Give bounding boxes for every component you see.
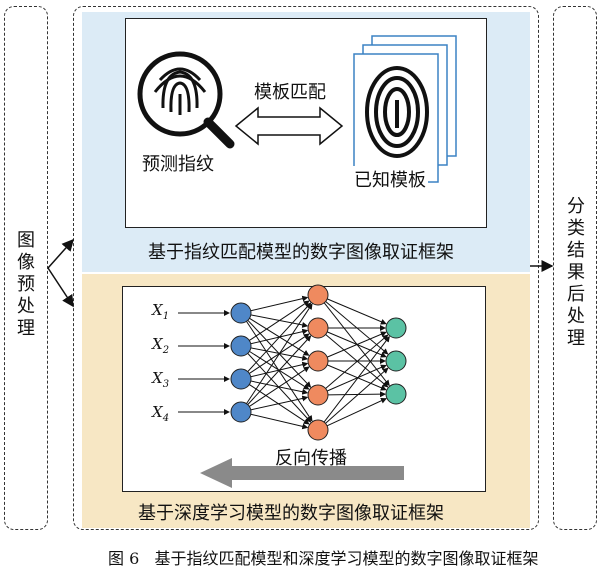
- backprop-arrow: [200, 458, 404, 488]
- query-fingerprint-icon: [137, 51, 235, 149]
- network-edge: [326, 364, 387, 392]
- network-edge: [327, 364, 387, 391]
- input-label-4: X4: [152, 403, 170, 424]
- network-connections: [178, 295, 390, 430]
- hidden-node-a: [307, 419, 329, 441]
- network-nodes: [230, 284, 407, 441]
- network-edge: [249, 384, 310, 425]
- network-edge: [250, 395, 309, 411]
- network-edge: [246, 321, 313, 422]
- preprocess-to-top-arrow: [47, 238, 74, 269]
- deep-learning-framework-caption: 基于深度学习模型的数字图像取证框架: [138, 503, 444, 524]
- hidden-node-a: [307, 317, 329, 339]
- output-node: [385, 350, 407, 372]
- network-edge: [325, 334, 389, 389]
- template-match-arrow: [234, 106, 344, 146]
- network-edge: [249, 366, 310, 407]
- network-edge: [247, 302, 312, 372]
- hidden-node-a: [307, 384, 329, 406]
- query-fingerprint-label: 预测指纹: [142, 154, 214, 175]
- network-edge: [327, 391, 387, 398]
- input-label-2: X2: [152, 335, 170, 356]
- hidden-node-a: [307, 350, 329, 372]
- figure-caption: 图 6 基于指纹匹配模型和深度学习模型的数字图像取证框架: [108, 549, 539, 568]
- network-edge: [325, 367, 389, 424]
- template-stack-icon: [353, 35, 457, 183]
- network-edge: [250, 295, 309, 312]
- network-edge: [247, 335, 312, 405]
- input-node: [230, 302, 252, 324]
- network-edge: [323, 335, 390, 423]
- network-edge: [326, 397, 387, 427]
- postprocess-box: [553, 6, 597, 530]
- preprocess-label: 图像预处理: [17, 230, 35, 339]
- hidden-node-a: [307, 284, 329, 306]
- network-edge: [327, 298, 387, 325]
- network-edge: [246, 303, 313, 404]
- network-edge: [249, 300, 310, 341]
- template-match-label: 模板匹配: [254, 82, 326, 103]
- network-edge: [247, 353, 312, 423]
- fingerprint-framework-caption: 基于指纹匹配模型的数字图像取证框架: [148, 242, 454, 263]
- framework-container: [73, 6, 539, 530]
- preprocess-to-bottom-arrow: [47, 267, 74, 308]
- preprocess-box: [4, 6, 48, 530]
- input-node: [230, 368, 252, 390]
- output-node: [385, 317, 407, 339]
- postprocess-label: 分类结果后处理: [567, 196, 585, 349]
- network-edge: [327, 331, 387, 358]
- input-node: [230, 335, 252, 357]
- backprop-label: 反向传播: [275, 448, 347, 469]
- input-node: [230, 401, 252, 423]
- input-label-3: X3: [152, 369, 170, 390]
- input-label-1: X1: [152, 301, 170, 322]
- network-edge: [250, 413, 309, 430]
- output-node: [385, 383, 407, 405]
- known-template-label: 已知模板: [352, 166, 428, 192]
